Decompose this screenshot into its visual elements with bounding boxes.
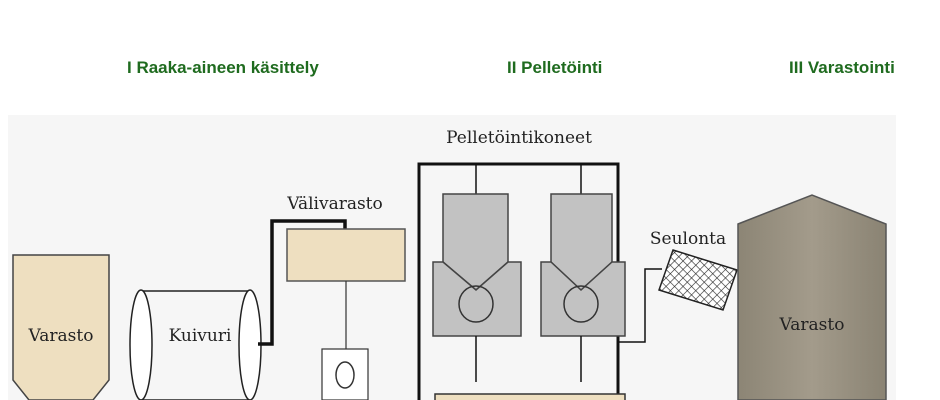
pellet-machines-label: Pelletöintikoneet [446,128,592,148]
dryer-label: Kuivuri [169,326,232,346]
phase-title-pelleting: II Pelletöinti [507,58,603,77]
pellet-machine-2 [540,193,626,382]
phase-title-storage: III Varastointi [789,58,895,77]
left-storage-bin: Varasto [12,254,110,400]
left-storage-label: Varasto [28,326,94,346]
pellet-collector [434,393,626,400]
intermediate-storage-label: Välivarasto [286,194,383,214]
intermediate-storage: Välivarasto [286,194,406,400]
screening-duct [618,268,662,343]
right-storage-label: Varasto [779,315,845,335]
screening-unit: Seulonta [618,229,738,343]
pellet-process-diagram: Varasto Kuivuri Välivarasto Pelletöintik… [8,115,896,400]
screening-label: Seulonta [650,229,726,249]
right-storage-silo: Varasto [737,194,887,400]
dryer-drum: Kuivuri [129,289,262,400]
pellet-machine-1 [432,193,522,382]
phase-title-raw-material: I Raaka-aineen käsittely [127,58,319,77]
dryer-to-storage-duct [258,219,347,346]
